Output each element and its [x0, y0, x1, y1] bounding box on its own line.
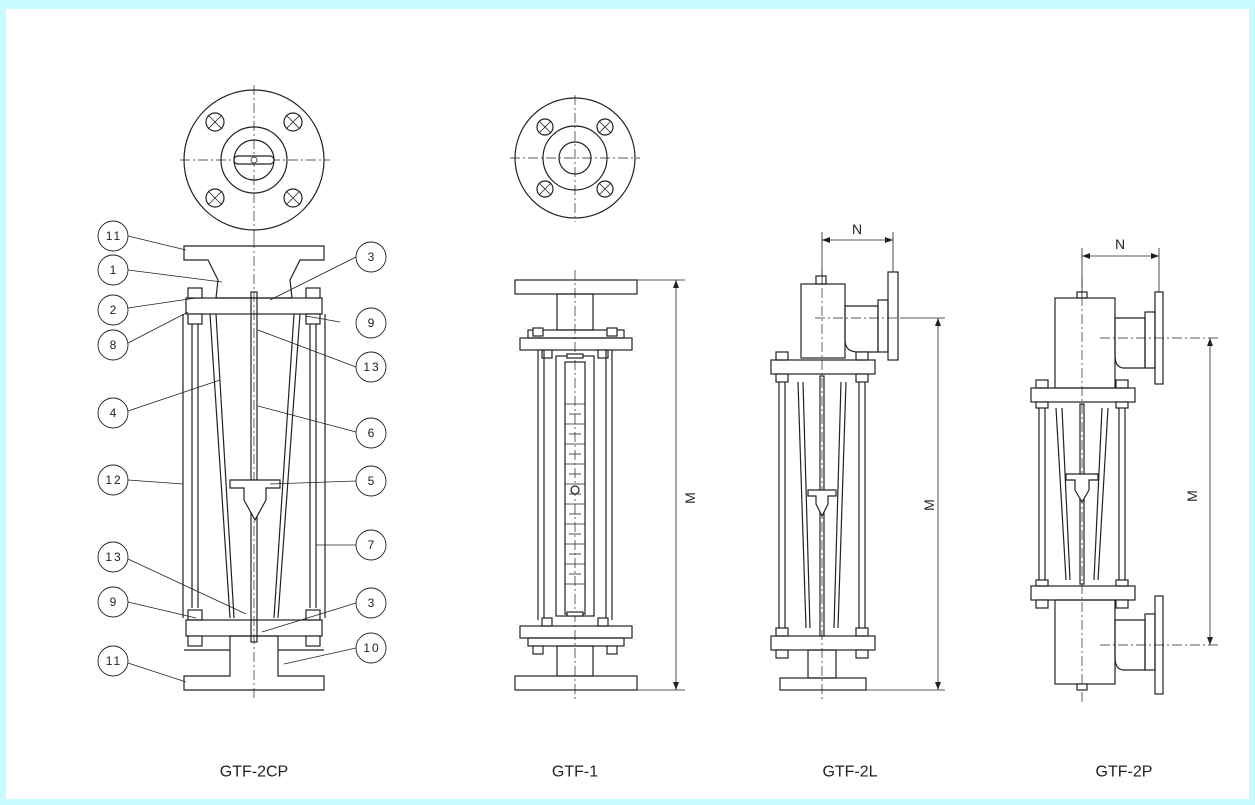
callout-12: 12 [97, 464, 129, 496]
gtf-2l-side-view [770, 232, 945, 700]
bolt-hole-icon [205, 112, 303, 208]
dimension-n-label: N [1115, 236, 1125, 252]
callout-9: 9 [355, 307, 387, 339]
callout-13: 13 [97, 541, 129, 573]
callout-11: 11 [97, 645, 129, 677]
svg-text:11: 11 [106, 654, 122, 668]
svg-text:4: 4 [110, 406, 119, 420]
svg-text:8: 8 [110, 338, 119, 352]
gtf-1-side-view [514, 270, 685, 700]
callout-2: 2 [97, 294, 129, 326]
callout-9: 9 [97, 586, 129, 618]
gtf-1-flange-top-view [510, 95, 640, 222]
svg-text:7: 7 [368, 538, 377, 552]
svg-text:2: 2 [110, 303, 119, 317]
svg-text:1: 1 [110, 263, 119, 277]
callout-5: 5 [355, 465, 387, 497]
model-caption: GTF-2L [822, 764, 877, 781]
svg-text:9: 9 [110, 595, 119, 609]
svg-text:3: 3 [368, 596, 377, 610]
svg-text:12: 12 [105, 473, 122, 487]
svg-text:9: 9 [368, 316, 377, 330]
scale-ticks [565, 403, 585, 585]
svg-text:13: 13 [363, 360, 380, 374]
dimension-m-label: M [682, 492, 698, 504]
svg-text:6: 6 [368, 426, 377, 440]
dimension-m-label: M [921, 499, 937, 511]
callout-8: 8 [97, 329, 129, 361]
callout-3: 3 [355, 587, 387, 619]
bolt-hole-icon [536, 118, 614, 198]
callout-4: 4 [97, 397, 129, 429]
model-caption: GTF-2CP [220, 764, 288, 781]
svg-text:13: 13 [105, 550, 122, 564]
dimension-n-label: N [852, 221, 862, 237]
gtf-2p-side-view [1030, 248, 1220, 705]
svg-text:11: 11 [106, 229, 122, 243]
callout-13: 13 [355, 351, 387, 383]
model-gtf-1: M GTF-1 [510, 95, 698, 781]
model-gtf-2L: N M GTF-2L [770, 221, 945, 781]
callout-1: 1 [97, 254, 129, 286]
model-gtf-2p: N M GTF-2P [1030, 236, 1220, 781]
callout-3: 3 [355, 241, 387, 273]
callout-10: 10 [355, 632, 387, 664]
callout-11: 11 [97, 220, 129, 252]
gtf-2cp-flange-top-view [180, 85, 330, 240]
callout-6: 6 [355, 417, 387, 449]
svg-text:10: 10 [363, 641, 380, 655]
gtf-2cp-side-view [182, 238, 326, 698]
model-gtf-2cp: 11 1 2 8 4 12 13 9 11 3 9 13 6 5 7 3 10 … [97, 85, 387, 781]
callout-7: 7 [355, 529, 387, 561]
svg-text:3: 3 [368, 250, 377, 264]
model-caption: GTF-2P [1096, 764, 1153, 781]
svg-text:5: 5 [368, 474, 377, 488]
model-caption: GTF-1 [552, 764, 598, 781]
dimension-m-label: M [1184, 490, 1200, 502]
